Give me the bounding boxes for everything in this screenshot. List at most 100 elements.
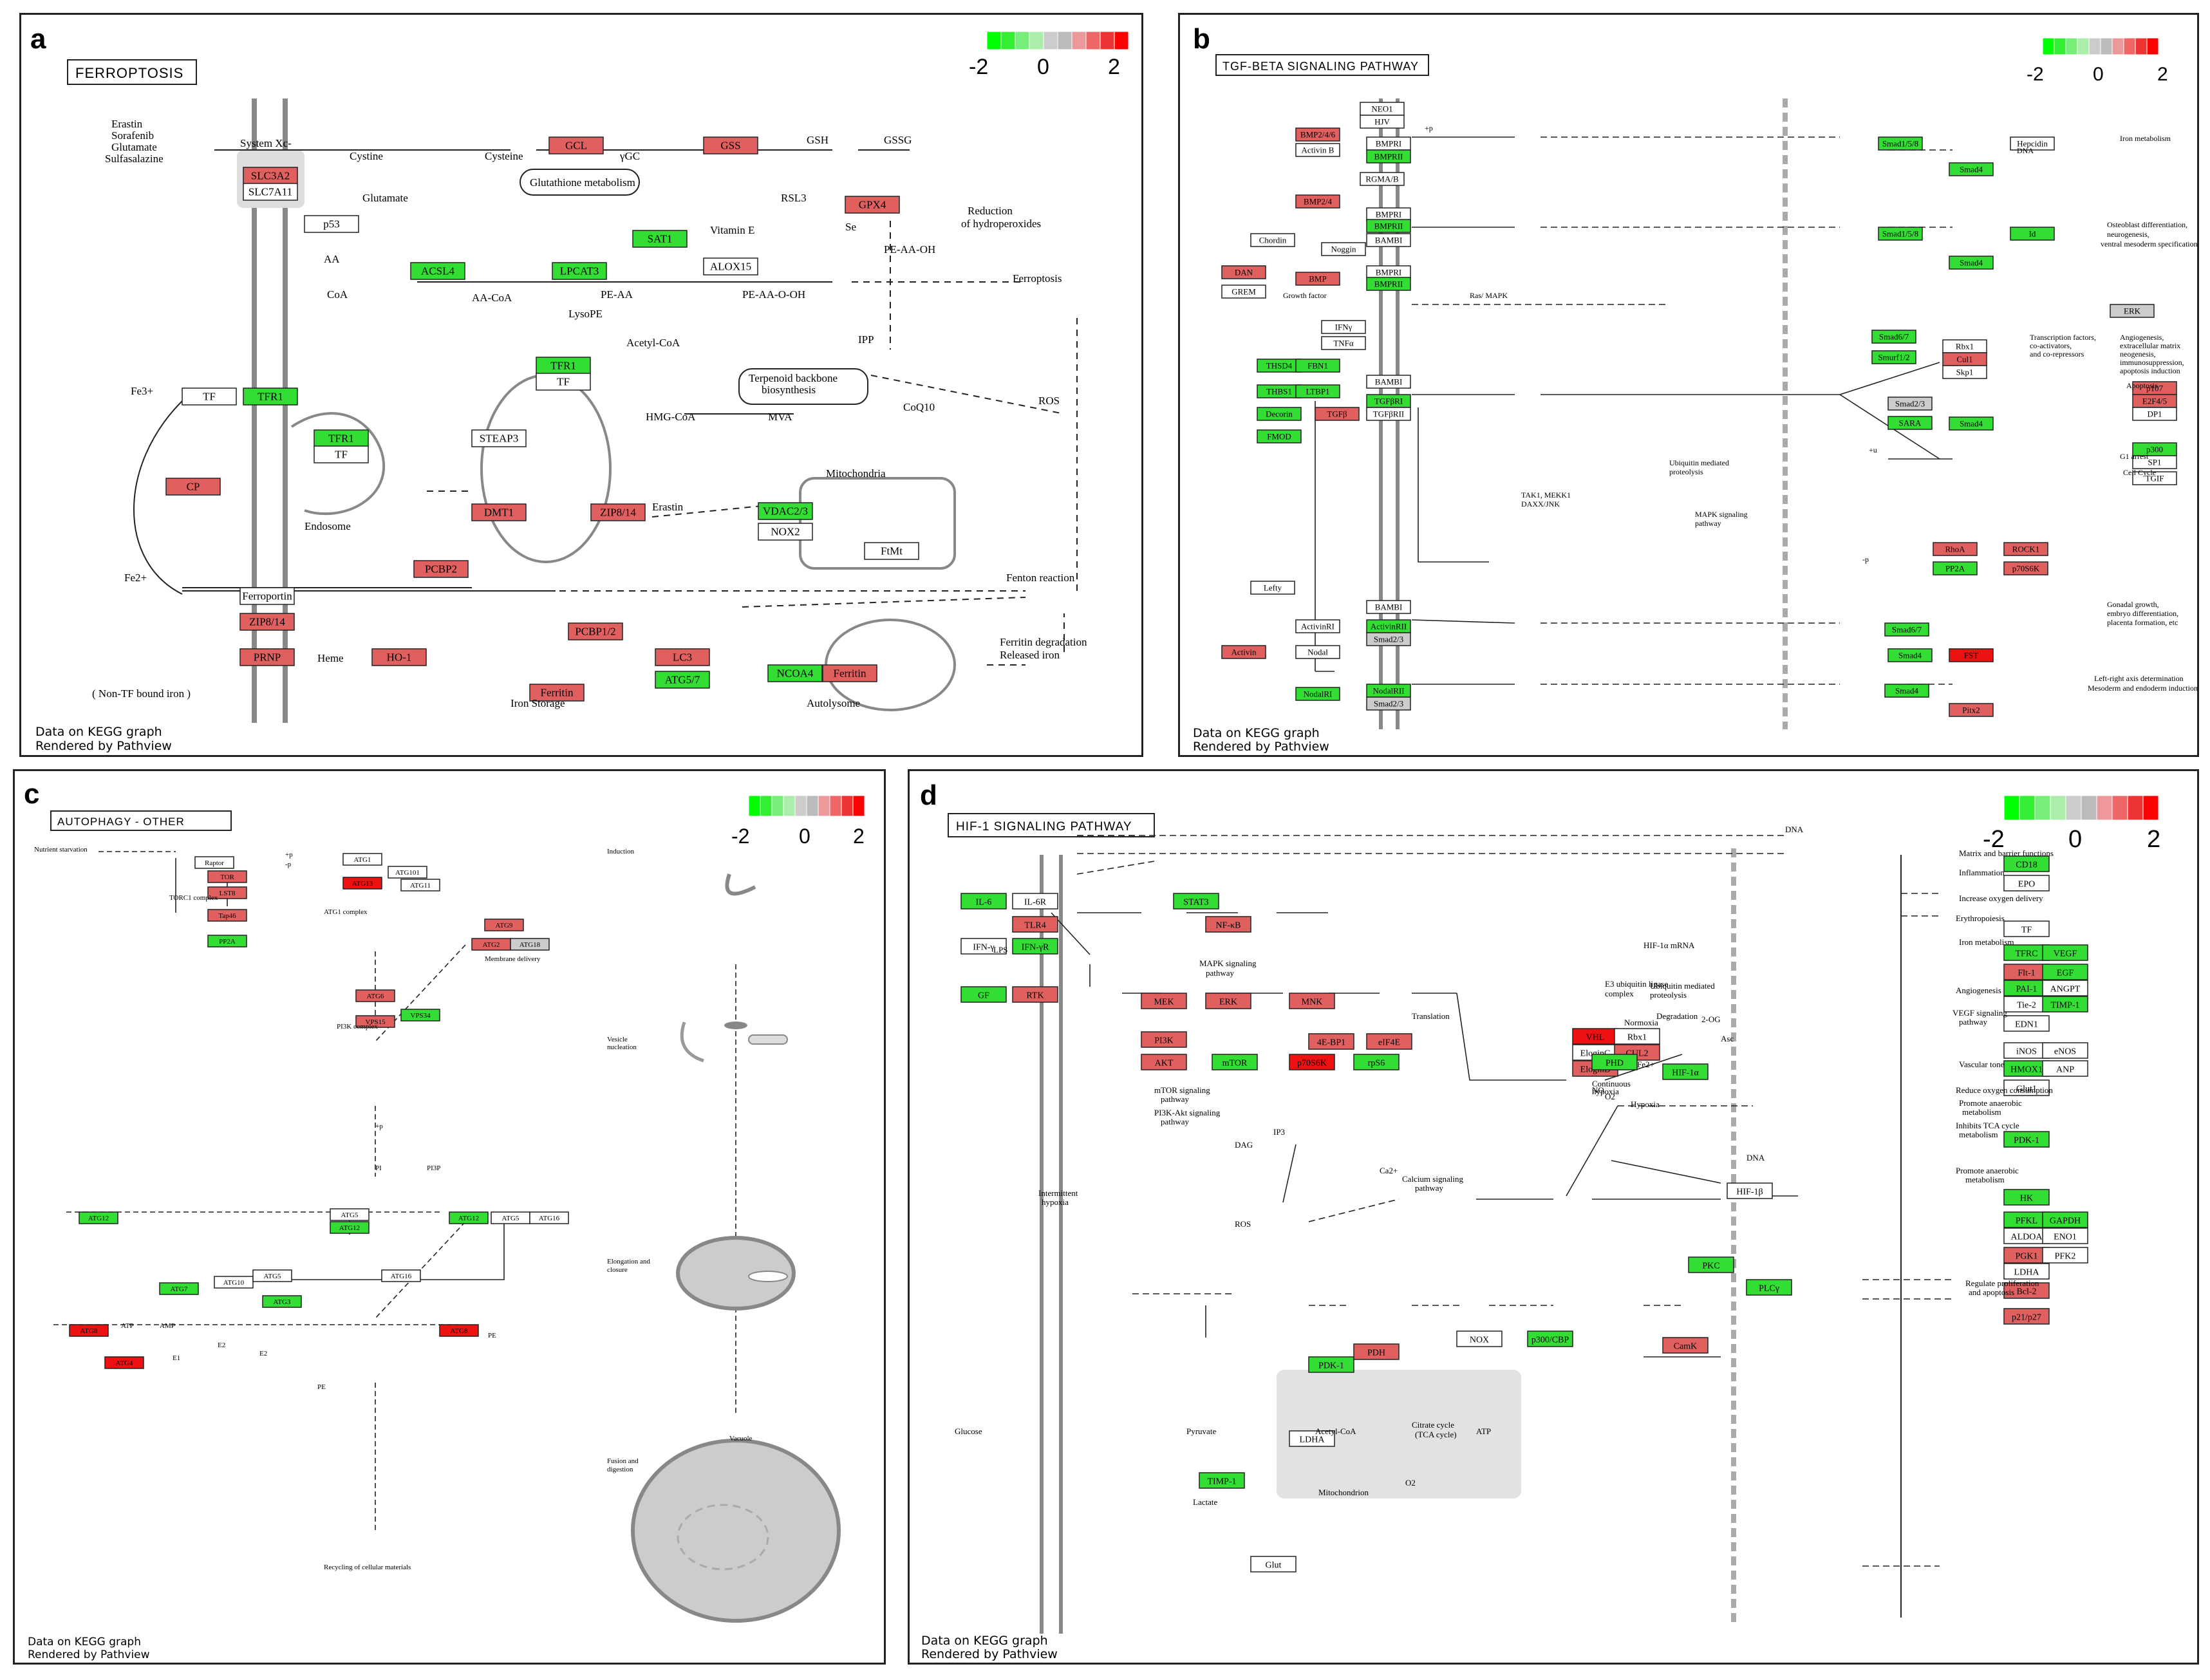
gene-node-edn1: EDN1	[2003, 1015, 2050, 1032]
gene-node-nodal: Nodal	[1295, 645, 1340, 659]
gene-node-label: p70S6K	[2012, 563, 2040, 573]
gene-node-thsd4: THSD4	[1257, 359, 1302, 373]
legend-swatch	[783, 795, 796, 817]
gene-node-label: eIF4E	[1378, 1038, 1400, 1047]
gene-node-vdac2-3: VDAC2/3	[758, 502, 813, 520]
diagram-label: LPS	[993, 945, 1007, 955]
vacuole-icon	[631, 1439, 841, 1623]
gene-node-box	[2132, 455, 2177, 469]
legend-swatch	[1114, 31, 1129, 50]
gene-node-box	[342, 877, 382, 890]
footer-line2: Rendered by Pathview	[35, 739, 172, 753]
gene-node-box	[822, 664, 877, 682]
gene-node-box	[1366, 375, 1411, 389]
diagram-label: Matrix and barrier functions	[1959, 848, 2054, 858]
gene-node-label: CamK	[1674, 1341, 1698, 1351]
color-legend	[986, 31, 1129, 50]
diagram-label: Intermittent	[1038, 1188, 1078, 1198]
diagram-label: PI3K complex	[337, 1023, 378, 1031]
gene-node-label: BMPRII	[1374, 151, 1403, 161]
gene-node-fst: FST	[1949, 648, 1994, 662]
diagram-label: HMG-CoA	[646, 411, 696, 423]
glutathione-metabolism-box	[520, 169, 640, 196]
gene-node-box	[1289, 1054, 1335, 1070]
gene-node-smad4: Smad4	[1884, 684, 1929, 698]
diagram-label: VEGF signaling	[1952, 1008, 2007, 1018]
gene-node-bambi: BAMBI	[1366, 233, 1411, 247]
gene-node-label: TFR1	[258, 391, 283, 403]
gene-node-gpx4: GPX4	[845, 196, 900, 214]
gene-node-atg5: ATG5	[252, 1269, 292, 1282]
gene-node-atg1: ATG1	[342, 853, 382, 866]
vesicle-icon	[748, 1034, 788, 1045]
gene-node-box	[207, 909, 247, 922]
gene-node-label: GREM	[1231, 286, 1256, 296]
diagram-label: PE-AA	[601, 288, 633, 301]
diagram-label: Transcription factors,	[2030, 333, 2096, 342]
gene-node-label: Decorin	[1266, 409, 1293, 418]
diagram-label: NO	[1592, 1085, 1604, 1095]
gene-node-box	[1141, 1031, 1187, 1048]
gene-node-box	[1295, 194, 1340, 209]
gene-node-activin-b: Activin B	[1295, 143, 1340, 157]
gene-node-box	[1295, 359, 1340, 373]
pathway-title: TGF-BETA SIGNALING PATHWAY	[1222, 60, 1419, 73]
gene-node-rock1: ROCK1	[2003, 542, 2048, 556]
gene-node-box	[2042, 1042, 2088, 1059]
diagram-label: CoA	[327, 288, 348, 301]
gene-node-label: SARA	[1899, 418, 1922, 427]
diagram-label: O2	[1405, 1478, 1416, 1488]
gene-node-label: Pitx2	[1962, 705, 1980, 714]
diagram-label: Mitochondrion	[1318, 1488, 1369, 1497]
diagram-label: Inflammation	[1959, 868, 2005, 877]
legend-swatch	[2100, 37, 2113, 55]
legend-swatch	[2065, 795, 2082, 821]
legend-swatch	[2146, 37, 2159, 55]
diagram-label: Autolysome	[807, 697, 860, 709]
diagram-label: metabolism	[1962, 1107, 2001, 1117]
gene-node-label: NOX	[1470, 1335, 1489, 1345]
gene-node-pp2a: PP2A	[1933, 561, 1978, 575]
gene-node-tfr1: TFR1	[243, 387, 298, 406]
gene-node-box	[1250, 1556, 1297, 1573]
gene-node-label: BMPRI	[1376, 209, 1401, 219]
gene-node-box	[2042, 1227, 2088, 1244]
gene-node-tgf-rii: TGFβRII	[1366, 407, 1411, 421]
gene-node-bcl-2: Bcl-2	[2003, 1282, 2050, 1299]
gene-node-tie-2: Tie-2	[2003, 996, 2050, 1013]
gene-node-label: EDN1	[2015, 1020, 2038, 1029]
diagram-label: Erythropoiesis	[1956, 913, 2005, 923]
gene-node-box	[243, 167, 298, 185]
gene-node-box	[655, 671, 710, 689]
gene-node-box	[1942, 365, 1987, 379]
diagram-label: System Xc-	[240, 137, 292, 149]
diagram-label: +u	[1869, 445, 1877, 454]
gene-node-label: ZIP8/14	[600, 507, 636, 519]
legend-swatch	[2127, 795, 2144, 821]
gene-node-label: mTOR	[1222, 1058, 1248, 1068]
gene-node-box	[2042, 1060, 2088, 1077]
diagram-label: Terpenoid backbone	[749, 372, 838, 384]
diagram-label: closure	[607, 1266, 628, 1274]
diagram-label: complex	[1605, 989, 1634, 998]
gene-node-sat1: SAT1	[632, 230, 688, 248]
gene-node-label: BAMBI	[1375, 377, 1403, 386]
gene-node-smad6-7: Smad6/7	[1871, 330, 1916, 344]
gene-node-nox: NOX	[1456, 1330, 1503, 1347]
legend-swatch	[1071, 31, 1087, 50]
reaction-edges	[133, 149, 1078, 666]
diagram-label: DAXX/JNK	[1521, 499, 1560, 509]
gene-node-box	[1949, 162, 1994, 176]
gene-node-p70s6k: p70S6K	[1289, 1054, 1335, 1070]
gene-node-box	[1250, 581, 1295, 595]
gene-node-label: Smad2/3	[1374, 634, 1403, 644]
gene-node-bmprii: BMPRII	[1366, 149, 1411, 163]
gene-node-box	[1366, 233, 1411, 247]
gene-node-bmp2-4-6: BMP2/4/6	[1295, 127, 1340, 142]
panel-letter: c	[24, 778, 39, 810]
gene-node-box	[484, 919, 524, 931]
gene-node-pgk1: PGK1	[2003, 1247, 2050, 1264]
gene-node-label: 4E-BP1	[1317, 1038, 1345, 1047]
diagram-label: neogenesis,	[2120, 350, 2156, 359]
